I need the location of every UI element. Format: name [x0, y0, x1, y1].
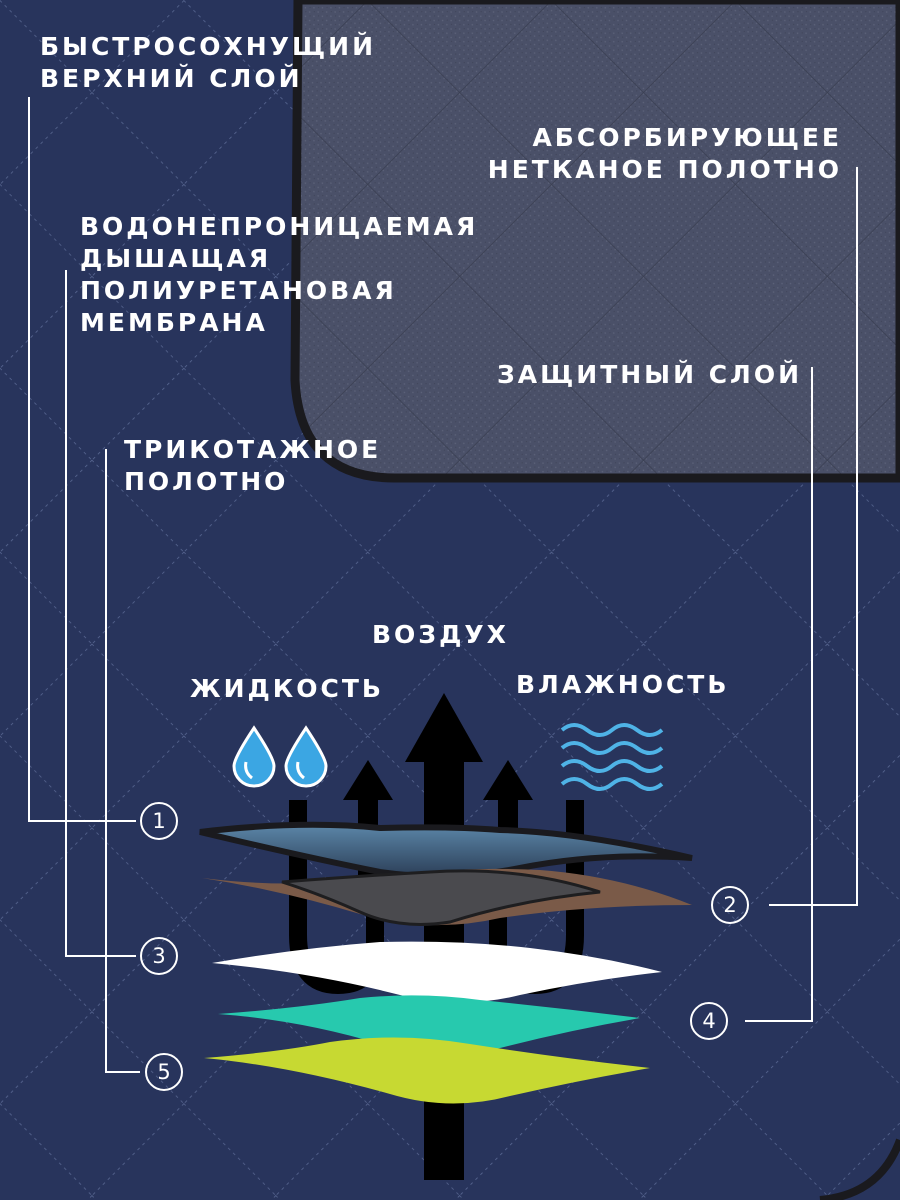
layer-3-line: ПОЛИУРЕТАНОВАЯ — [80, 276, 397, 305]
layer-gray — [281, 869, 601, 926]
wave-icon — [560, 723, 664, 791]
layer-4-line: ЗАЩИТНЫЙ СЛОЙ — [497, 360, 802, 389]
layer-5-line: ПОЛОТНО — [124, 467, 289, 496]
layer-4-label: ЗАЩИТНЫЙ СЛОЙ — [497, 359, 802, 391]
leader-lines — [28, 97, 858, 1073]
folded-felt-corner — [290, 0, 900, 483]
layer-1-label: БЫСТРОСОХНУЩИЙ ВЕРХНИЙ СЛОЙ — [40, 31, 376, 95]
water-drop-icon — [232, 725, 276, 788]
layer-3-label: ВОДОНЕПРОНИЦАЕМАЯ ДЫШАЩАЯ ПОЛИУРЕТАНОВАЯ… — [80, 211, 478, 339]
layer-yellow — [204, 1037, 650, 1104]
layer-5-line: ТРИКОТАЖНОЕ — [124, 435, 382, 464]
marker-1: 1 — [140, 802, 178, 840]
marker-2: 2 — [711, 886, 749, 924]
layer-3-line: ВОДОНЕПРОНИЦАЕМАЯ — [80, 212, 479, 241]
layer-3-line: МЕМБРАНА — [80, 308, 268, 337]
water-drop-icon — [284, 725, 328, 788]
moisture-label: ВЛАЖНОСТЬ — [516, 670, 730, 699]
layer-2-line: НЕТКАНОЕ ПОЛОТНО — [487, 155, 842, 184]
layer-3-line: ДЫШАЩАЯ — [80, 244, 272, 273]
layer-5-label: ТРИКОТАЖНОЕ ПОЛОТНО — [124, 434, 381, 498]
layer-1-line: БЫСТРОСОХНУЩИЙ — [40, 32, 376, 61]
marker-3: 3 — [140, 937, 178, 975]
layer-teal — [218, 995, 640, 1055]
layer-2-label: АБСОРБИРУЮЩЕЕ НЕТКАНОЕ ПОЛОТНО — [488, 122, 842, 186]
layer-1-line: ВЕРХНИЙ СЛОЙ — [40, 64, 303, 93]
layer-2-line: АБСОРБИРУЮЩЕЕ — [532, 123, 842, 152]
liquid-label: ЖИДКОСТЬ — [190, 674, 384, 703]
marker-5: 5 — [145, 1053, 183, 1091]
marker-4: 4 — [690, 1002, 728, 1040]
layer-white — [212, 941, 662, 1003]
air-label: ВОЗДУХ — [372, 620, 509, 649]
layer-top — [199, 821, 693, 880]
